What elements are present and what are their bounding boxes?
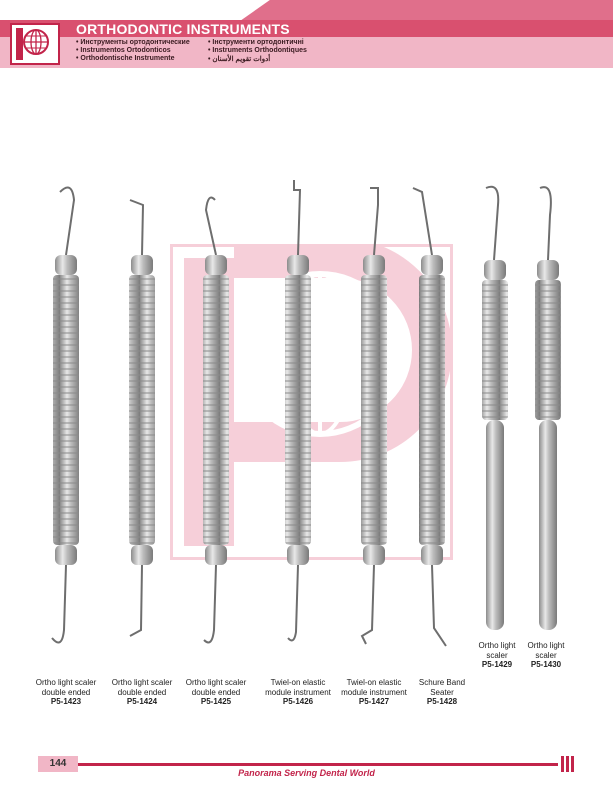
product-code: P5-1426 <box>282 697 314 706</box>
product-caption-p5-1425: Ortho light scaler double ended P5-1425 <box>171 678 261 707</box>
header-title-band <box>0 20 613 37</box>
product-name-line1: Twiel-on elastic <box>270 678 326 687</box>
language-list: • Инструменты ортодонтические • Інструме… <box>76 39 358 63</box>
product-name-line1: Ortho light <box>527 641 565 650</box>
instrument-p5-1429 <box>482 185 508 630</box>
product-name-line2: double ended <box>41 687 91 697</box>
instrument-p5-1425 <box>203 196 229 644</box>
product-name-line2: scaler <box>486 650 508 660</box>
page-number: 144 <box>38 756 78 772</box>
product-caption-p5-1428: Schure Band Seater P5-1428 <box>397 678 487 707</box>
product-caption-p5-1424: Ortho light scaler double ended P5-1424 <box>97 678 187 707</box>
instrument-p5-1430 <box>535 186 561 630</box>
product-caption-p5-1427: Twiel-on elastic module instrument P5-14… <box>329 678 419 707</box>
instrument-p5-1428 <box>412 187 447 647</box>
brand-logo <box>10 23 60 65</box>
instrument-p5-1427 <box>360 187 387 645</box>
instrument-illustrations <box>51 180 561 647</box>
footer-rule <box>70 763 558 766</box>
product-name-line1: Ortho light scaler <box>185 678 247 687</box>
product-code: P5-1425 <box>200 697 232 706</box>
product-caption-p5-1430: Ortho light scaler P5-1430 <box>501 641 591 670</box>
product-name-line2: module instrument <box>265 687 331 697</box>
instrument-p5-1426 <box>285 180 311 642</box>
product-caption-p5-1429: Ortho light scaler P5-1429 <box>452 641 542 670</box>
product-name-line2: Seater <box>430 687 454 697</box>
product-name-line1: Ortho light scaler <box>35 678 97 687</box>
product-caption-p5-1423: Ortho light scaler double ended P5-1423 <box>21 678 111 707</box>
product-code: P5-1427 <box>358 697 390 706</box>
product-code: P5-1429 <box>481 660 513 669</box>
product-code: P5-1428 <box>426 697 458 706</box>
language-item-german: • Orthodontische Instrumente <box>76 55 175 62</box>
language-item-ukrainian: • Інструменти ортодонтичні <box>208 39 304 46</box>
product-name-line2: double ended <box>191 687 241 697</box>
language-item-french: • Instruments Orthodontiques <box>208 47 307 54</box>
footer-bars-icon <box>561 756 574 772</box>
product-name-line1: Ortho light scaler <box>111 678 173 687</box>
instrument-p5-1424 <box>129 199 155 637</box>
product-code: P5-1430 <box>530 660 562 669</box>
product-name-line1: Ortho light <box>478 641 516 650</box>
product-code: P5-1424 <box>126 697 158 706</box>
header-accent-stripe <box>240 0 613 21</box>
language-item-portuguese: • Instrumentos Ortodonticos <box>76 47 171 54</box>
product-name-line2: module instrument <box>341 687 407 697</box>
instrument-p5-1423 <box>51 186 79 644</box>
product-code: P5-1423 <box>50 697 82 706</box>
footer-slogan: Panorama Serving Dental World <box>238 768 375 778</box>
product-name-line1: Twiel-on elastic <box>346 678 402 687</box>
language-item-russian: • Инструменты ортодонтические <box>76 39 190 46</box>
product-caption-p5-1426: Twiel-on elastic module instrument P5-14… <box>253 678 343 707</box>
product-name-line2: scaler <box>535 650 557 660</box>
product-name-line1: Schure Band <box>418 678 466 687</box>
globe-p-logo-icon <box>16 28 49 60</box>
product-name-line2: double ended <box>117 687 167 697</box>
language-item-arabic: • أدوات تقويم الأسنان <box>208 56 271 63</box>
page-title: ORTHODONTIC INSTRUMENTS <box>76 21 290 37</box>
